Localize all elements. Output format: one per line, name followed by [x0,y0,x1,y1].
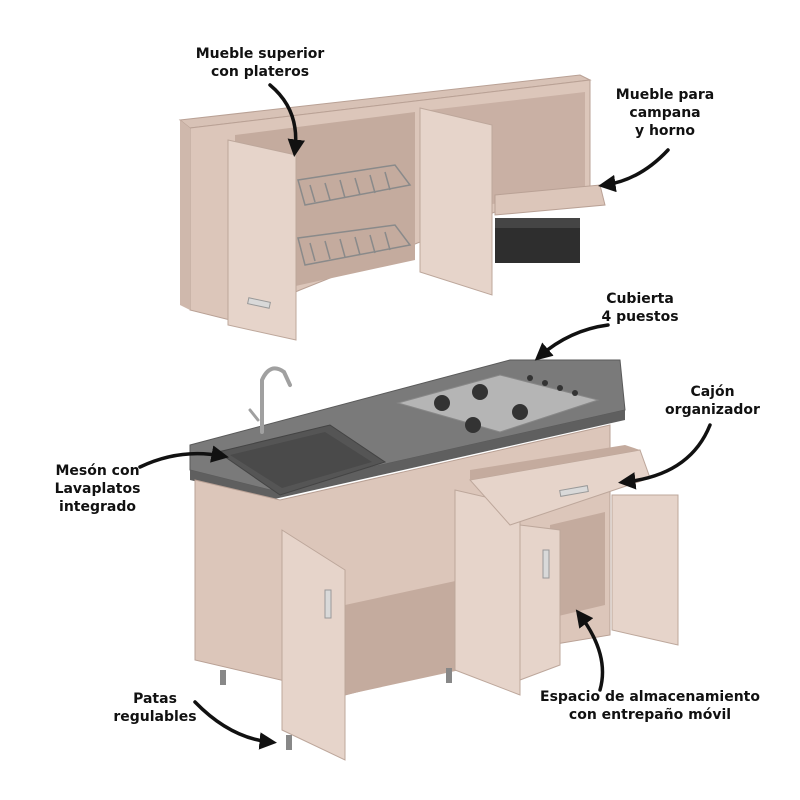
label-line: regulables [113,709,197,725]
lower-right-door-a [519,524,561,681]
cooktop [396,374,600,433]
label-line: Mueble superior [195,46,325,62]
label-hood-oven: Mueble para campana y horno [605,86,725,140]
base-cabinet [189,359,679,761]
dish-rack [297,164,412,266]
label-line: Espacio de almacenamiento [540,689,760,705]
door-handle [247,297,271,309]
upper-right-door [419,107,493,296]
arrow-cooktop [534,323,610,361]
label-line: Cubierta [606,291,674,307]
label-feet: Patas regulables [105,690,205,726]
upper-cabinet [178,74,606,341]
door-handle-2 [324,589,332,619]
label-line: Lavaplatos [54,481,141,497]
label-line: y horno [634,123,696,139]
arrow-feet [193,700,277,750]
label-line: Mesón con [55,463,140,479]
label-storage: Espacio de almacenamiento con entrepaño … [530,688,770,724]
arrow-counter [138,445,229,469]
door-handle-3 [542,549,550,579]
label-line: integrado [59,499,136,515]
label-line: 4 puestos [601,309,679,325]
arrow-storage [575,609,605,692]
adjustable-feet [220,668,452,750]
label-cooktop: Cubierta 4 puestos [590,290,690,326]
label-line: con plateros [210,64,310,80]
callout-arrows [138,83,712,750]
label-counter: Mesón con Lavaplatos integrado [50,462,145,516]
hood-shelf [494,184,606,216]
drawer-handle [559,485,589,497]
label-line: organizador [665,402,760,418]
label-line: Mueble para [615,87,715,103]
lower-right-door-b [611,494,679,646]
label-upper-cabinet: Mueble superior con plateros [185,45,335,81]
label-line: Patas [133,691,177,707]
label-line: campana [629,105,701,121]
upper-left-door [227,139,297,341]
arrow-drawer [618,423,712,490]
label-line: Cajón [690,384,735,400]
label-drawer: Cajón organizador [655,383,770,419]
lower-left-door [281,529,346,761]
arrow-hood [598,148,670,193]
label-line: con entrepaño móvil [568,707,732,723]
arrow-upper-cabinet [268,83,305,157]
faucet [248,366,292,434]
